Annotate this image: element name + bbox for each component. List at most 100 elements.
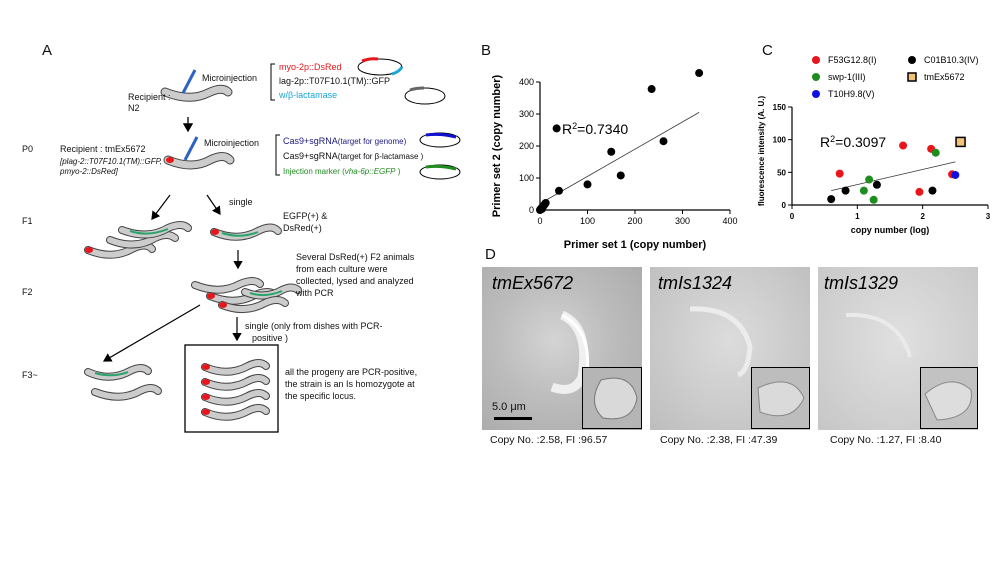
generation-f2: F2 <box>22 287 33 297</box>
f3-note-1: all the progeny are PCR-positive, <box>285 367 418 377</box>
recipient2-label: Recipient : tmEx5672 <box>60 144 146 154</box>
plasmid-icon <box>404 86 446 105</box>
data-point <box>841 186 850 195</box>
x-axis-label: Primer set 1 (copy number) <box>564 239 707 251</box>
data-point <box>915 187 924 196</box>
caption-1: Copy No. :2.58, FI :96.57 <box>490 434 608 446</box>
data-point <box>541 198 550 207</box>
f2-note-3: collected, lysed and analyzed <box>296 276 414 286</box>
f3-note-2: the strain is an Is homozygote at <box>285 379 415 389</box>
cas9-genome-label: Cas9+sgRNA(target for genome) <box>283 136 407 146</box>
data-point <box>555 186 563 195</box>
r-squared-label: R2=0.7340 <box>562 121 628 137</box>
y-axis-label: Primer set 2 (copy number) <box>491 74 503 217</box>
injection-marker-label: Injection marker (vha-6p::EGFP ) <box>283 167 401 176</box>
scale-bar <box>494 417 532 420</box>
data-point <box>695 69 704 78</box>
micrograph-label: tmIs1329 <box>824 273 899 293</box>
y-tick-label: 0 <box>782 201 787 210</box>
legend-marker <box>812 90 820 98</box>
data-point <box>931 148 940 157</box>
plasmid-2-label: lag-2p::T07F10.1(TM)::GFP <box>279 76 391 86</box>
y-tick-label: 300 <box>519 109 534 119</box>
y-tick-label: 200 <box>519 141 534 151</box>
plasmid-1-label: myo-2p::DsRed <box>279 62 342 72</box>
f2-note-1: Several DsRed(+) F2 animals <box>296 252 415 262</box>
plasmid-icon <box>419 164 461 180</box>
micrograph-tmis1324: tmIs1324 <box>650 267 810 430</box>
worm-f3-left <box>84 364 162 401</box>
y-tick-label: 100 <box>773 136 787 145</box>
x-tick-label: 0 <box>537 216 542 226</box>
data-point <box>955 136 966 148</box>
x-tick-label: 200 <box>627 216 642 226</box>
trend-line <box>831 161 956 192</box>
worm-f2-group <box>191 277 302 313</box>
panel-label-a: A <box>42 42 53 59</box>
scale-bar-label: 5.0 μm <box>492 401 526 413</box>
data-point <box>899 141 908 150</box>
plasmid-3-label: w/β-lactamase <box>279 90 338 100</box>
recipient-strain: N2 <box>128 103 140 113</box>
dic-inset <box>582 367 642 429</box>
worm-f3-box <box>201 359 270 421</box>
y-tick-label: 50 <box>777 168 786 177</box>
legend-marker <box>908 56 916 64</box>
panel-a-diagram <box>84 57 461 433</box>
micrograph-label: tmEx5672 <box>492 273 574 293</box>
trend-line <box>539 112 700 204</box>
single2-label-1: single (only from dishes with PCR- <box>245 321 383 331</box>
worm-p0 <box>163 152 235 170</box>
single2-label-2: positive ) <box>252 333 289 343</box>
f3-box <box>184 344 279 433</box>
egfp-label: EGFP(+) & <box>283 211 328 221</box>
data-point <box>951 170 960 179</box>
data-point <box>616 171 625 180</box>
micrograph-tmex5672: tmEx5672 5.0 μm <box>482 267 642 430</box>
caption-3: Copy No. :1.27, FI :8.40 <box>830 434 942 446</box>
data-point <box>869 195 878 204</box>
plasmid-icon <box>357 57 404 76</box>
recipient2-genotype-2: pmyo-2::DsRed] <box>60 167 118 176</box>
f3-note-3: the specific locus. <box>285 391 357 401</box>
microinjection2-label: Microinjection <box>204 138 260 148</box>
generation-f1: F1 <box>22 216 33 226</box>
legend-label: tmEx5672 <box>924 72 965 82</box>
y-tick-label: 100 <box>519 173 534 183</box>
worm-n2 <box>160 84 233 102</box>
x-tick-label: 1 <box>855 212 860 221</box>
panel-label-d: D <box>485 246 496 263</box>
microinjection-label: Microinjection <box>202 73 258 83</box>
data-point <box>865 175 874 184</box>
data-point <box>872 180 881 189</box>
data-point <box>659 137 668 146</box>
recipient-label: Recipient : <box>128 92 171 102</box>
data-point <box>859 186 868 195</box>
legend-label: F53G12.8(I) <box>828 55 877 65</box>
recipient2-genotype-1: [plag-2::T07F10.1(TM)::GFP, <box>60 157 163 166</box>
data-point <box>835 169 844 178</box>
generation-p0: P0 <box>22 144 34 154</box>
legend-marker <box>812 73 820 81</box>
data-point <box>827 195 836 204</box>
y-axis-label: fluorescence intensity (A. U.) <box>757 96 766 207</box>
x-tick-label: 2 <box>920 212 925 221</box>
x-tick-label: 0 <box>790 212 795 221</box>
worm-f1-single <box>210 223 282 241</box>
data-point <box>928 186 937 195</box>
needle-icon <box>181 69 197 94</box>
dic-inset <box>920 367 978 429</box>
micrograph-tmis1329: tmIs1329 <box>818 267 978 430</box>
legend-marker <box>907 72 917 82</box>
micrograph-label: tmIs1324 <box>658 273 733 293</box>
dic-inset <box>751 367 810 429</box>
x-tick-label: 400 <box>722 216 737 226</box>
dsred-label: DsRed(+) <box>283 223 322 233</box>
cas9-blactamase-label: Cas9+sgRNA(target for β-lactamase ) <box>283 151 424 161</box>
data-point <box>552 124 561 133</box>
data-point <box>607 147 616 156</box>
x-axis-label: copy number (log) <box>851 225 930 235</box>
data-point <box>647 85 656 94</box>
